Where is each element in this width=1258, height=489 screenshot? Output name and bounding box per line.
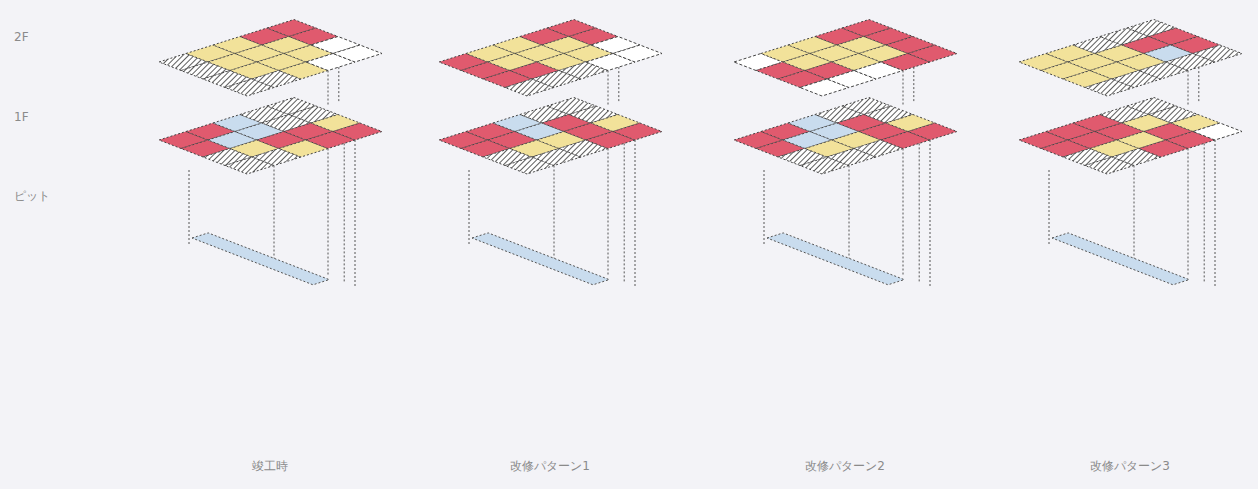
guide-line [608,71,609,106]
guide-line [849,166,850,271]
floor-cell [908,45,957,62]
floor-label: 2F [14,30,29,44]
pit-slab [1052,233,1189,285]
guide-line [1204,143,1205,282]
column-caption: 改修パターン3 [1090,458,1170,475]
guide-line [328,149,329,277]
column-caption: 改修パターン2 [805,458,885,475]
floor-cell [333,45,382,62]
guide-line [1215,140,1216,288]
guide-line [189,170,190,245]
guide-line [608,149,609,277]
floor-cell [613,123,662,140]
guide-line [1188,71,1189,106]
guide-line [624,143,625,282]
guide-line [274,166,275,271]
guide-line [1188,149,1189,277]
pit-slab [192,233,329,285]
floor-cell [333,123,382,140]
column-caption: 改修パターン1 [510,458,590,475]
guide-line [1049,170,1050,245]
guide-line [930,140,931,288]
guide-line [618,67,619,102]
guide-line [1134,166,1135,271]
floor-label: 1F [14,110,29,124]
guide-line [635,140,636,288]
floor-cell [908,123,957,140]
guide-line [554,166,555,271]
guide-line [903,71,904,106]
guide-line [328,71,329,106]
pit-slab [472,233,609,285]
guide-line [355,140,356,288]
column-caption: 竣工時 [252,458,288,475]
pit-slab [767,233,904,285]
guide-line [344,143,345,282]
guide-line [919,143,920,282]
guide-line [338,67,339,102]
guide-line [1198,67,1199,102]
guide-line [469,170,470,245]
guide-line [913,67,914,102]
guide-line [903,149,904,277]
floor-label: ピット [14,188,50,205]
floor-cell [1193,45,1242,62]
floor-cell [1193,123,1242,140]
guide-line [764,170,765,245]
floor-cell [613,45,662,62]
